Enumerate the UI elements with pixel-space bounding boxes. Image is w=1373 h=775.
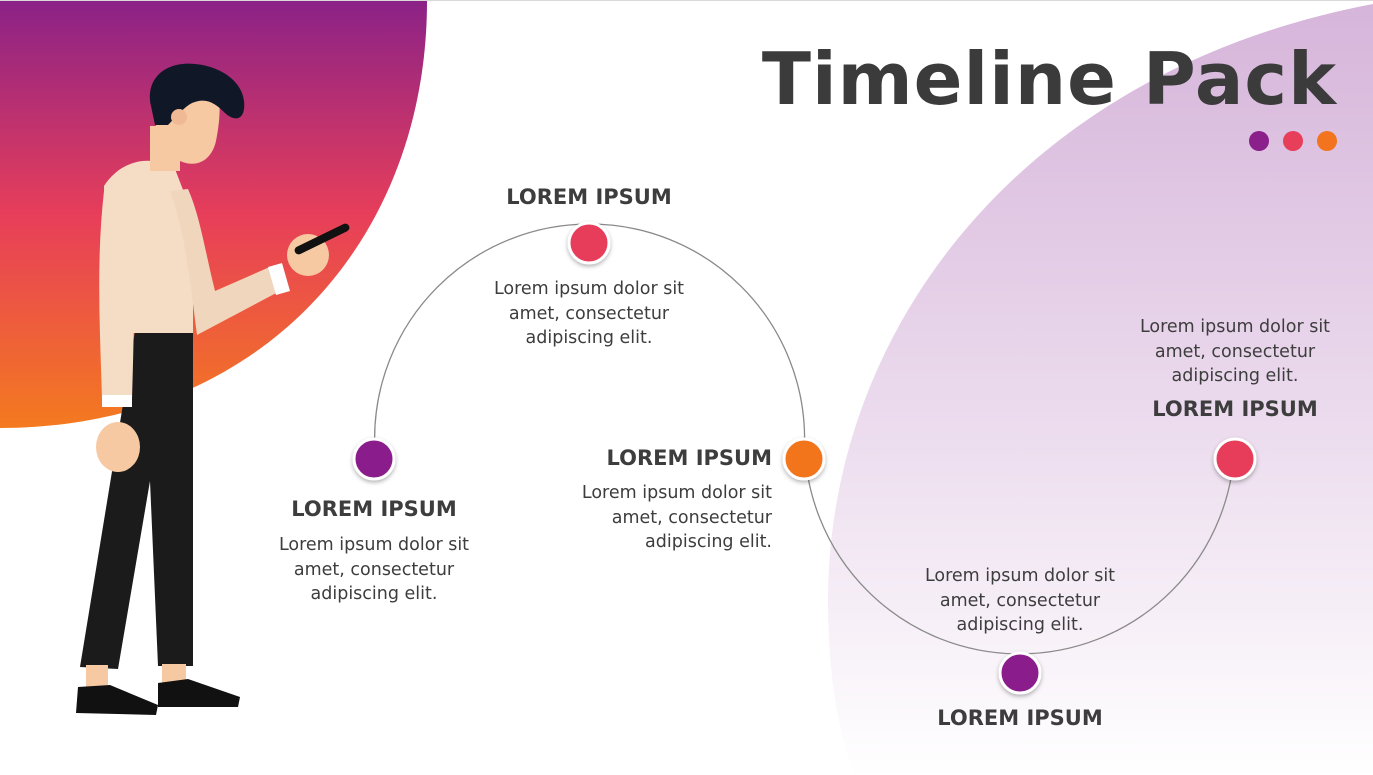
milestone-marker bbox=[354, 439, 394, 479]
milestone-marker bbox=[1215, 439, 1255, 479]
milestone-title: LOREM IPSUM bbox=[905, 706, 1135, 730]
milestone-marker bbox=[569, 223, 609, 263]
milestone-title: LOREM IPSUM bbox=[1120, 397, 1350, 421]
milestone-marker bbox=[784, 439, 824, 479]
milestone-description: Lorem ipsum dolor sit amet, consectetur … bbox=[542, 481, 772, 555]
milestone-description: Lorem ipsum dolor sit amet, consectetur … bbox=[474, 277, 704, 351]
milestone-description: Lorem ipsum dolor sit amet, consectetur … bbox=[259, 533, 489, 607]
milestone-title: LOREM IPSUM bbox=[542, 446, 772, 470]
milestone-description: Lorem ipsum dolor sit amet, consectetur … bbox=[905, 564, 1135, 638]
milestone-marker bbox=[1000, 653, 1040, 693]
milestone-description: Lorem ipsum dolor sit amet, consectetur … bbox=[1120, 315, 1350, 389]
milestone-title: LOREM IPSUM bbox=[259, 497, 489, 521]
milestone-title: LOREM IPSUM bbox=[474, 185, 704, 209]
